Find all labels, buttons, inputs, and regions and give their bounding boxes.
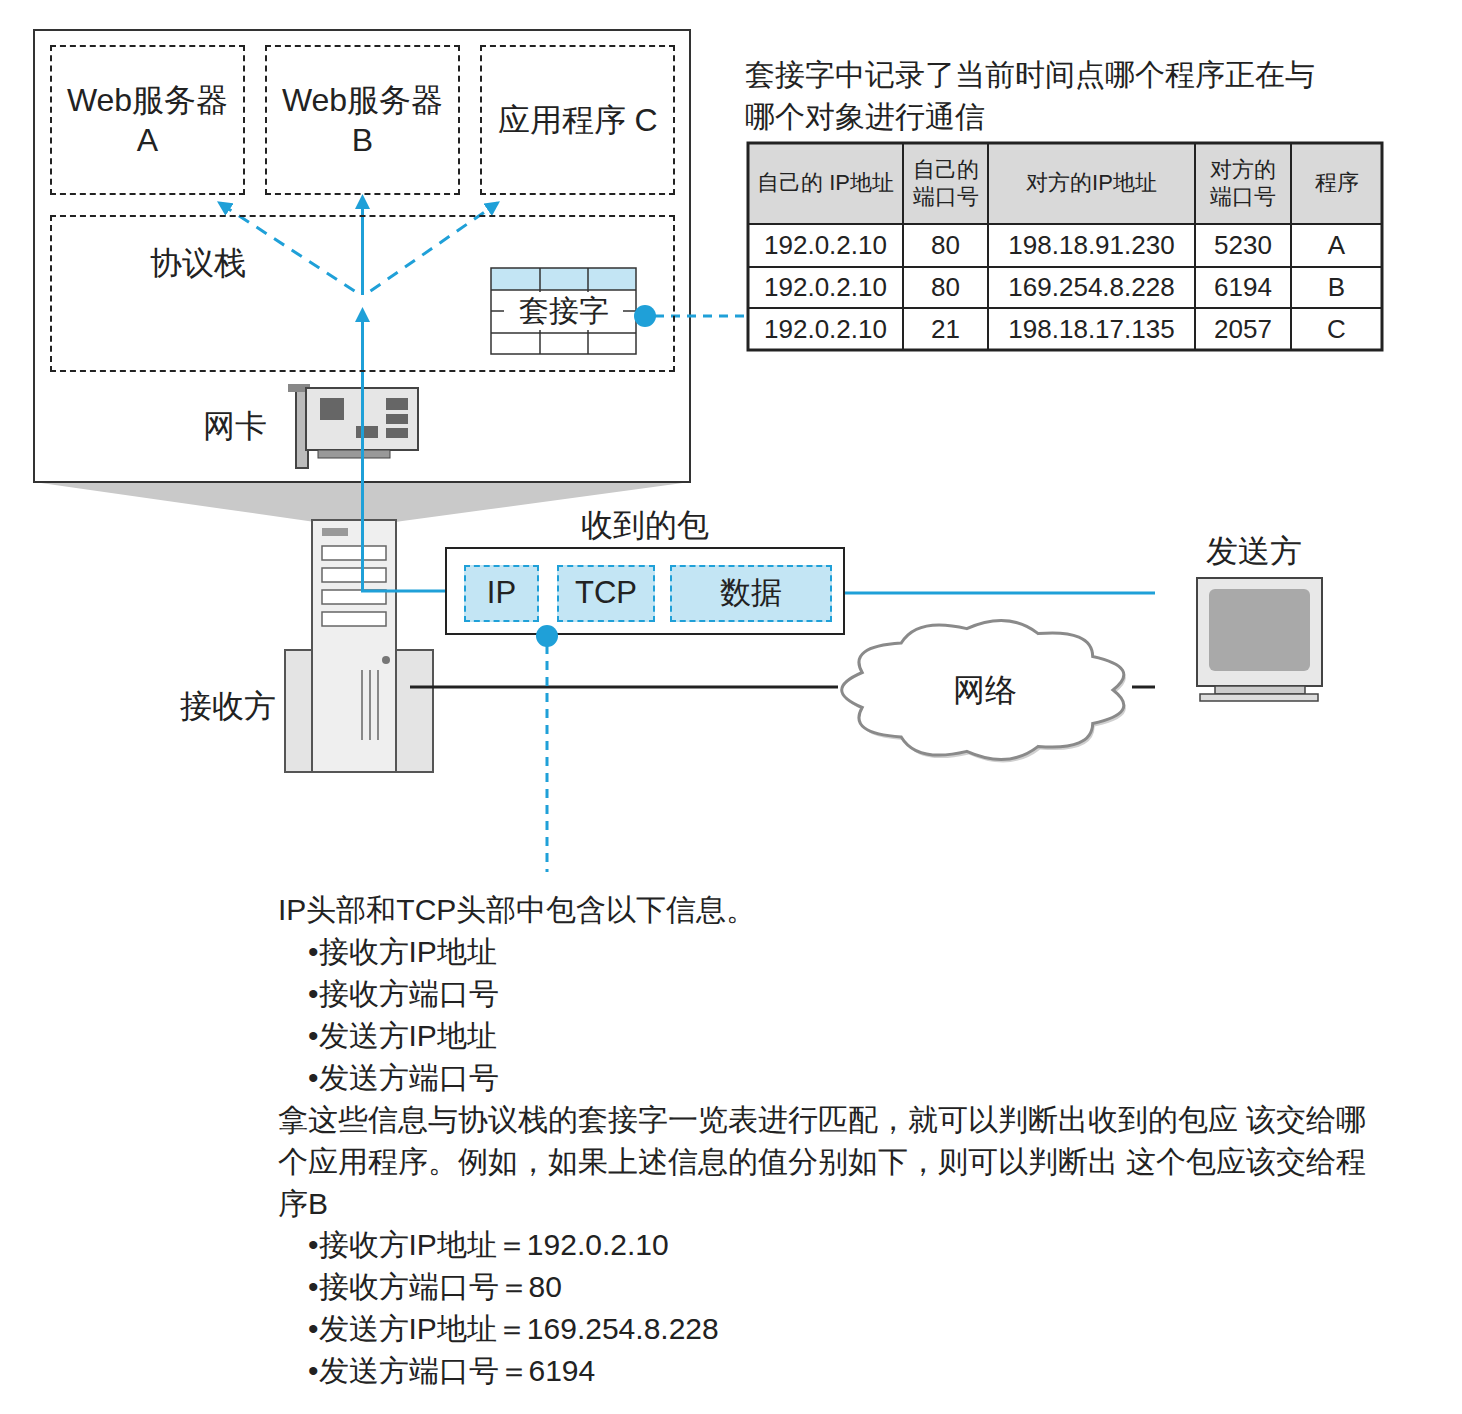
node-text: 应用程序 C	[498, 100, 658, 140]
table-cell: B	[1291, 267, 1382, 308]
program-box: Web服务器 B	[265, 45, 460, 195]
table-cell: 192.0.2.10	[748, 308, 903, 350]
table-header: 程序	[1291, 143, 1382, 224]
table-cell: 198.18.91.230	[988, 224, 1195, 267]
node-text: TCP	[575, 574, 637, 613]
program-box: 应用程序 C	[480, 45, 675, 195]
header-field: TCP	[557, 565, 655, 622]
note-text: •发送方IP地址	[308, 1015, 497, 1057]
table-cell: 80	[903, 267, 988, 308]
note-text: •接收方端口号	[308, 973, 499, 1015]
table-header: 对方的IP地址	[988, 143, 1195, 224]
leader-line	[546, 645, 549, 872]
table-cell: 80	[903, 224, 988, 267]
socket-icon: 套接字	[490, 267, 637, 355]
table-header: 自己的 IP地址	[748, 143, 903, 224]
table-header: 对方的 端口号	[1195, 143, 1291, 224]
node-text: 数据	[720, 574, 782, 613]
flow-arrow	[363, 310, 446, 591]
note-text: •接收方IP地址＝192.0.2.10	[308, 1224, 669, 1266]
header-field: IP	[464, 565, 539, 622]
leader-dot	[634, 305, 656, 327]
part-label: 网卡	[203, 404, 267, 449]
table-cell: C	[1291, 308, 1382, 350]
node-text: IP	[487, 574, 516, 613]
node-text: 协议栈	[150, 243, 246, 283]
note-text: •接收方IP地址	[308, 931, 497, 973]
leader-line	[655, 315, 746, 318]
server-detail-frame	[34, 30, 690, 482]
packet-box: 收到的包IPTCP数据	[445, 547, 845, 635]
note-text: •发送方端口号	[308, 1057, 499, 1099]
socket-table	[748, 143, 1382, 350]
table-caption: 套接字中记录了当前时间点哪个程序正在与 哪个对象进行通信	[745, 54, 1335, 138]
node-text: 套接字	[515, 292, 613, 330]
table-cell: 6194	[1195, 267, 1291, 308]
table-cell: 21	[903, 308, 988, 350]
program-box: Web服务器 A	[50, 45, 245, 195]
network-cloud: 网络	[830, 608, 1140, 772]
header-field: 数据	[670, 565, 832, 622]
note-text: IP头部和TCP头部中包含以下信息。	[278, 889, 756, 931]
network-wire	[410, 686, 838, 689]
table-cell: A	[1291, 224, 1382, 267]
monitor-icon	[1197, 578, 1322, 701]
part-label: 发送方	[1206, 529, 1302, 574]
table-cell: 192.0.2.10	[748, 267, 903, 308]
table-header: 自己的 端口号	[903, 143, 988, 224]
flow-arrow	[361, 197, 364, 295]
note-text: •接收方端口号＝80	[308, 1266, 562, 1308]
table-cell: 169.254.8.228	[988, 267, 1195, 308]
server-tower-icon	[285, 520, 433, 772]
table-cell: 2057	[1195, 308, 1291, 350]
leader-dot	[536, 625, 558, 647]
node-text: 网络	[953, 670, 1017, 710]
note-text: •发送方IP地址＝169.254.8.228	[308, 1308, 719, 1350]
table-cell: 192.0.2.10	[748, 224, 903, 267]
table-cell: 5230	[1195, 224, 1291, 267]
node-text: Web服务器 A	[65, 80, 230, 160]
note-text: 拿这些信息与协议栈的套接字一览表进行匹配，就可以判断出收到的包应 该交给哪个应用…	[278, 1099, 1368, 1225]
nic-icon	[288, 384, 418, 468]
node-text: 收到的包	[447, 505, 843, 545]
table-cell: 198.18.17.135	[988, 308, 1195, 350]
note-text: •发送方端口号＝6194	[308, 1350, 595, 1392]
node-text: Web服务器 B	[280, 80, 445, 160]
part-label: 接收方	[180, 684, 276, 729]
network-wire	[1132, 686, 1155, 689]
protocol-stack-box: 协议栈套接字	[50, 215, 675, 372]
packet-path-line	[845, 592, 1155, 595]
